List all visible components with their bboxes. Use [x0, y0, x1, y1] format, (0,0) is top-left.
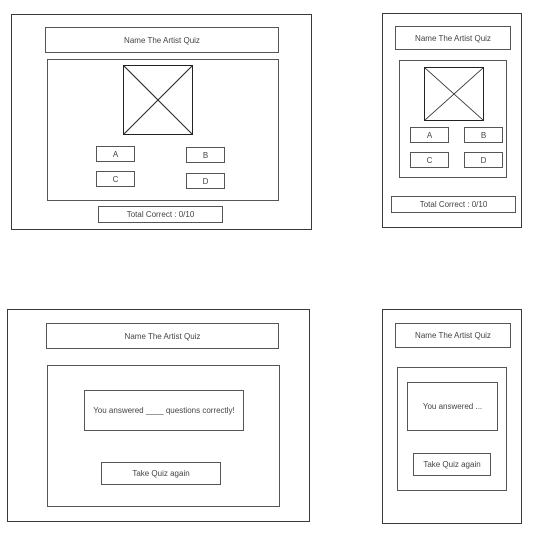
answer-d-button[interactable]: D: [464, 152, 503, 168]
question-panel: A B C D: [399, 60, 507, 178]
take-quiz-again-button[interactable]: Take Quiz again: [413, 453, 491, 476]
answer-b-button[interactable]: B: [464, 127, 503, 143]
result-message: You answered ____ questions correctly!: [84, 390, 244, 431]
question-panel: A B C D: [47, 59, 279, 201]
answer-c-button[interactable]: C: [410, 152, 449, 168]
image-placeholder-icon: [123, 65, 193, 135]
mobile-quiz-frame: Name The Artist Quiz A B C D Total Corre…: [382, 13, 522, 228]
answer-a-button[interactable]: A: [96, 146, 135, 162]
desktop-quiz-frame: Name The Artist Quiz A B C D Total Corre…: [11, 14, 312, 230]
quiz-title: Name The Artist Quiz: [395, 323, 511, 348]
result-panel: You answered ____ questions correctly! T…: [47, 365, 280, 507]
take-quiz-again-button[interactable]: Take Quiz again: [101, 462, 221, 485]
result-message: You answered ...: [407, 382, 498, 431]
answer-c-button[interactable]: C: [96, 171, 135, 187]
answer-d-button[interactable]: D: [186, 173, 225, 189]
total-correct: Total Correct : 0/10: [98, 206, 223, 223]
quiz-title: Name The Artist Quiz: [395, 26, 511, 50]
answer-a-button[interactable]: A: [410, 127, 449, 143]
mobile-result-frame: Name The Artist Quiz You answered ... Ta…: [382, 309, 522, 524]
quiz-title: Name The Artist Quiz: [45, 27, 279, 53]
total-correct: Total Correct : 0/10: [391, 196, 516, 213]
image-placeholder-icon: [424, 67, 484, 121]
quiz-title: Name The Artist Quiz: [46, 323, 279, 349]
result-panel: You answered ... Take Quiz again: [397, 367, 507, 491]
desktop-result-frame: Name The Artist Quiz You answered ____ q…: [7, 309, 310, 522]
answer-b-button[interactable]: B: [186, 147, 225, 163]
